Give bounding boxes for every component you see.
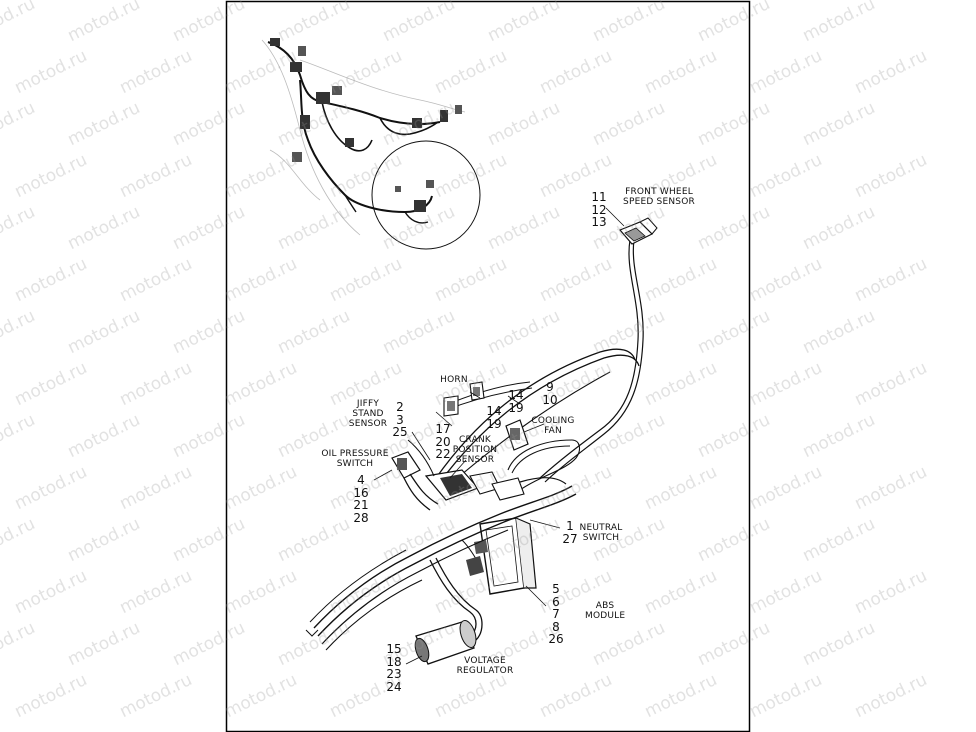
diagram-frame xyxy=(225,0,751,732)
voltage-regulator-caption: VOLTAGE REGULATOR xyxy=(456,656,514,676)
front-wheel-speed-sensor-refs: 11 12 13 xyxy=(591,190,607,229)
voltage-regulator-refs: 15 18 23 24 xyxy=(386,642,402,694)
abs-module-caption: ABS MODULE xyxy=(585,601,626,621)
abs-module-refs: 5 6 7 8 26 xyxy=(548,582,564,646)
jiffy-stand-sensor-refs: 2 3 25 xyxy=(392,400,408,439)
neutral-switch-refs: 1 27 xyxy=(562,519,578,546)
cooling-fan-refs: 9 10 xyxy=(542,380,558,407)
horn-caption: HORN xyxy=(440,375,468,385)
front-wheel-speed-sensor-caption: FRONT WHEEL SPEED SENSOR xyxy=(623,187,695,207)
crank-position-sensor-refs: 17 20 22 xyxy=(435,422,451,461)
horn-refs: 14 19 xyxy=(508,388,524,415)
detail-callout-circle xyxy=(371,140,481,250)
cooling-fan-caption: COOLING FAN xyxy=(531,416,575,436)
crank-position-sensor-caption: CRANK POSITION SENSOR xyxy=(452,435,498,465)
neutral-switch-caption: NEUTRAL SWITCH xyxy=(579,523,623,543)
horn-bracket-refs: 14 19 xyxy=(486,404,502,431)
main-harness xyxy=(305,207,658,665)
jiffy-stand-sensor-caption: JIFFY STAND SENSOR xyxy=(348,399,388,429)
overview-inset xyxy=(261,38,481,250)
oil-pressure-switch-caption: OIL PRESSURE SWITCH xyxy=(321,449,389,469)
oil-pressure-switch-refs: 4 16 21 28 xyxy=(353,473,369,525)
